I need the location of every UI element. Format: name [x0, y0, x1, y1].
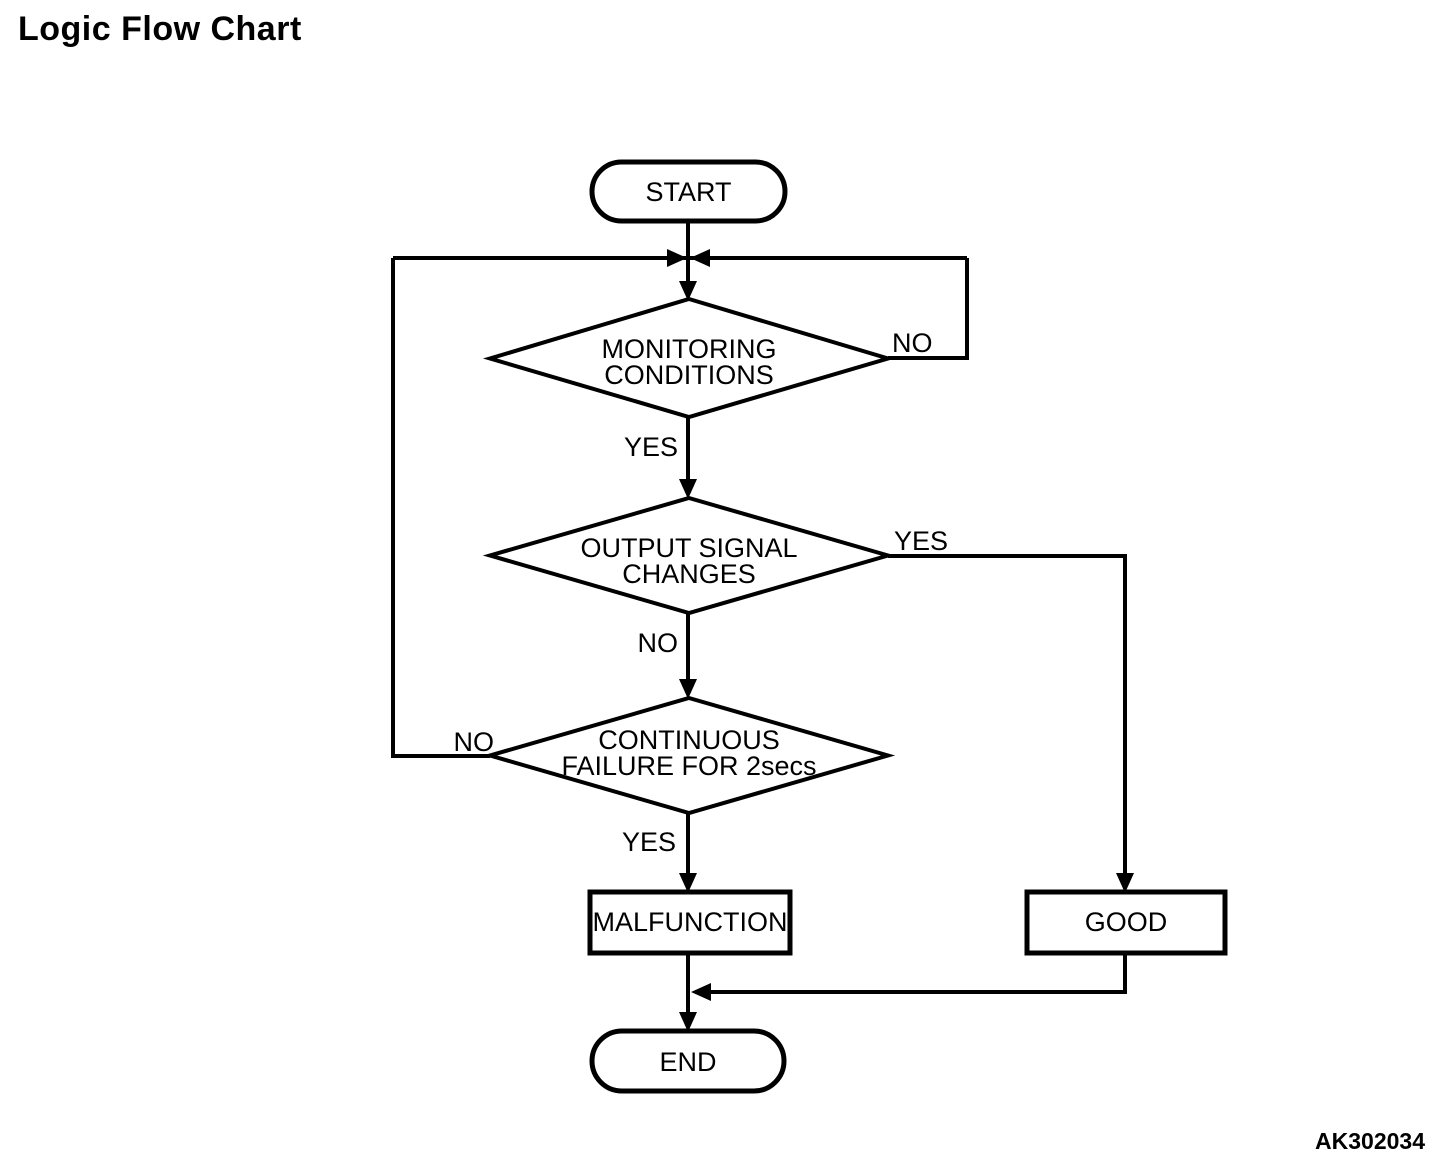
arrowhead-into-good-icon — [1116, 873, 1134, 893]
arrowhead-into-continuous-icon — [679, 679, 697, 699]
continuous-failure-diamond — [482, 695, 896, 816]
edge-good-to-merge — [705, 953, 1127, 994]
output-signal-changes-label-line1: OUTPUT SIGNAL — [580, 533, 797, 563]
output-yes-label: YES — [894, 526, 948, 556]
monitoring-no-label: NO — [892, 328, 933, 358]
arrowhead-junction-from-left-icon — [667, 249, 687, 267]
arrowhead-merge-from-good-icon — [691, 983, 711, 1001]
edge-no-left-loop — [391, 258, 490, 758]
arrowhead-into-output-icon — [679, 479, 697, 499]
page-title: Logic Flow Chart — [18, 10, 302, 48]
continuous-yes-label: YES — [622, 827, 676, 857]
arrowhead-junction-from-right-icon — [690, 249, 710, 267]
output-no-label: NO — [638, 628, 679, 658]
start-label: START — [645, 177, 731, 207]
edge-no-right-loop — [888, 258, 969, 360]
malfunction-label: MALFUNCTION — [593, 907, 788, 937]
start-node — [589, 159, 788, 224]
malfunction-node — [587, 889, 793, 956]
monitoring-yes-label: YES — [624, 432, 678, 462]
continuous-no-label: NO — [454, 727, 495, 757]
good-node — [1024, 889, 1228, 956]
continuous-failure-label-line2: FAILURE FOR 2secs — [561, 751, 816, 781]
arrowhead-into-end-icon — [679, 1012, 697, 1032]
continuous-failure-label-line1: CONTINUOUS — [598, 725, 780, 755]
monitoring-conditions-label-line1: MONITORING — [602, 334, 777, 364]
output-signal-changes-diamond — [482, 495, 896, 616]
end-label: END — [659, 1047, 716, 1077]
node-labels: START MONITORING CONDITIONS OUTPUT SIGNA… — [561, 177, 1167, 1077]
nodes — [482, 159, 1228, 1094]
output-signal-changes-label-line2: CHANGES — [622, 559, 756, 589]
arrowheads — [667, 249, 1134, 1032]
good-label: GOOD — [1085, 907, 1168, 937]
arrowhead-into-malfunction-icon — [679, 873, 697, 893]
edge-labels: NO YES YES NO NO YES — [454, 328, 949, 857]
figure-code: AK302034 — [1315, 1128, 1425, 1154]
edge-output-yes-to-good — [888, 554, 1127, 879]
monitoring-conditions-label-line2: CONDITIONS — [604, 360, 774, 390]
arrowhead-into-monitoring-icon — [679, 281, 697, 301]
monitoring-conditions-diamond — [482, 296, 896, 420]
